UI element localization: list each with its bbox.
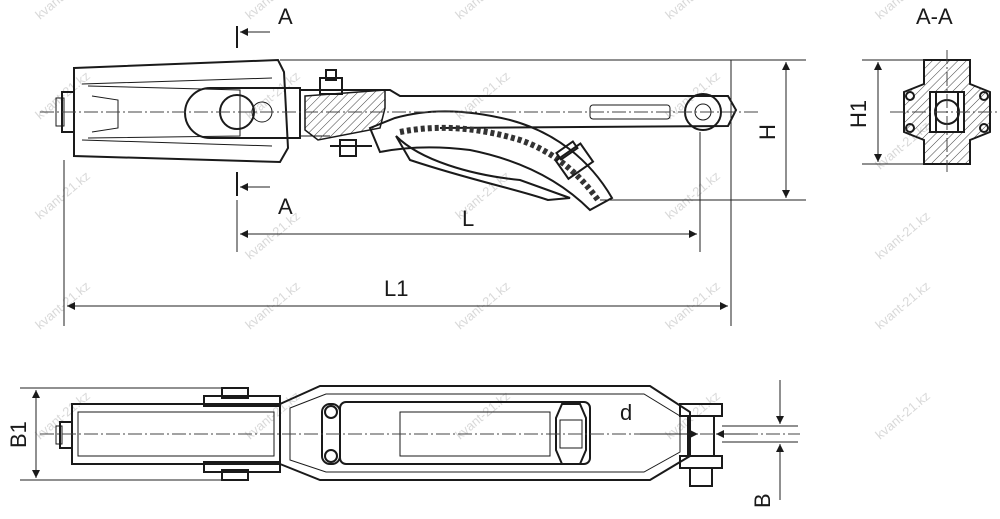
dimension-d: d (620, 400, 750, 438)
section-marker-top: A (236, 4, 293, 48)
dimension-label-L: L (462, 206, 474, 231)
watermark-text: kvant-21.kz (242, 68, 303, 122)
watermark-text: kvant-21.kz (32, 168, 93, 222)
dimension-label-d: d (620, 400, 632, 425)
watermark-text: kvant-21.kz (662, 0, 723, 22)
watermark-text: kvant-21.kz (452, 0, 513, 22)
section-label-bottom: A (278, 194, 293, 219)
watermark-text: kvant-21.kz (32, 278, 93, 332)
top-view (40, 385, 800, 487)
dimension-label-B1: B1 (6, 421, 31, 448)
watermark-text: kvant-21.kz (32, 0, 93, 22)
watermark-text: kvant-21.kz (452, 278, 513, 332)
section-title: A-A (916, 4, 953, 29)
dimension-L: L (236, 132, 701, 252)
watermark-text: kvant-21.kz (242, 208, 303, 262)
watermark-text: kvant-21.kz (662, 168, 723, 222)
watermark-text: kvant-21.kz (662, 278, 723, 332)
dimension-L1: L1 (63, 60, 732, 326)
watermark-text: kvant-21.kz (872, 208, 933, 262)
dimension-label-L1: L1 (384, 276, 408, 301)
dimension-B: B (722, 380, 798, 508)
dimension-label-H: H (755, 124, 780, 140)
side-view (40, 58, 760, 212)
watermark-text: kvant-21.kz (242, 278, 303, 332)
section-marker-bottom: A (236, 172, 293, 219)
watermark-text: kvant-21.kz (872, 278, 933, 332)
dimension-B1: B1 (6, 387, 222, 481)
dimension-label-H1: H1 (846, 100, 871, 128)
dimension-label-B: B (750, 493, 775, 508)
watermark-text: kvant-21.kz (872, 388, 933, 442)
section-label-top: A (278, 4, 293, 29)
watermark-layer: kvant-21.kz kvant-21.kz kvant-21.kz kvant-2… (32, 0, 933, 442)
section-view-A-A: A-A H1 (846, 4, 1000, 172)
watermark-text: kvant-21.kz (242, 0, 303, 22)
dimension-H: H (280, 59, 806, 201)
